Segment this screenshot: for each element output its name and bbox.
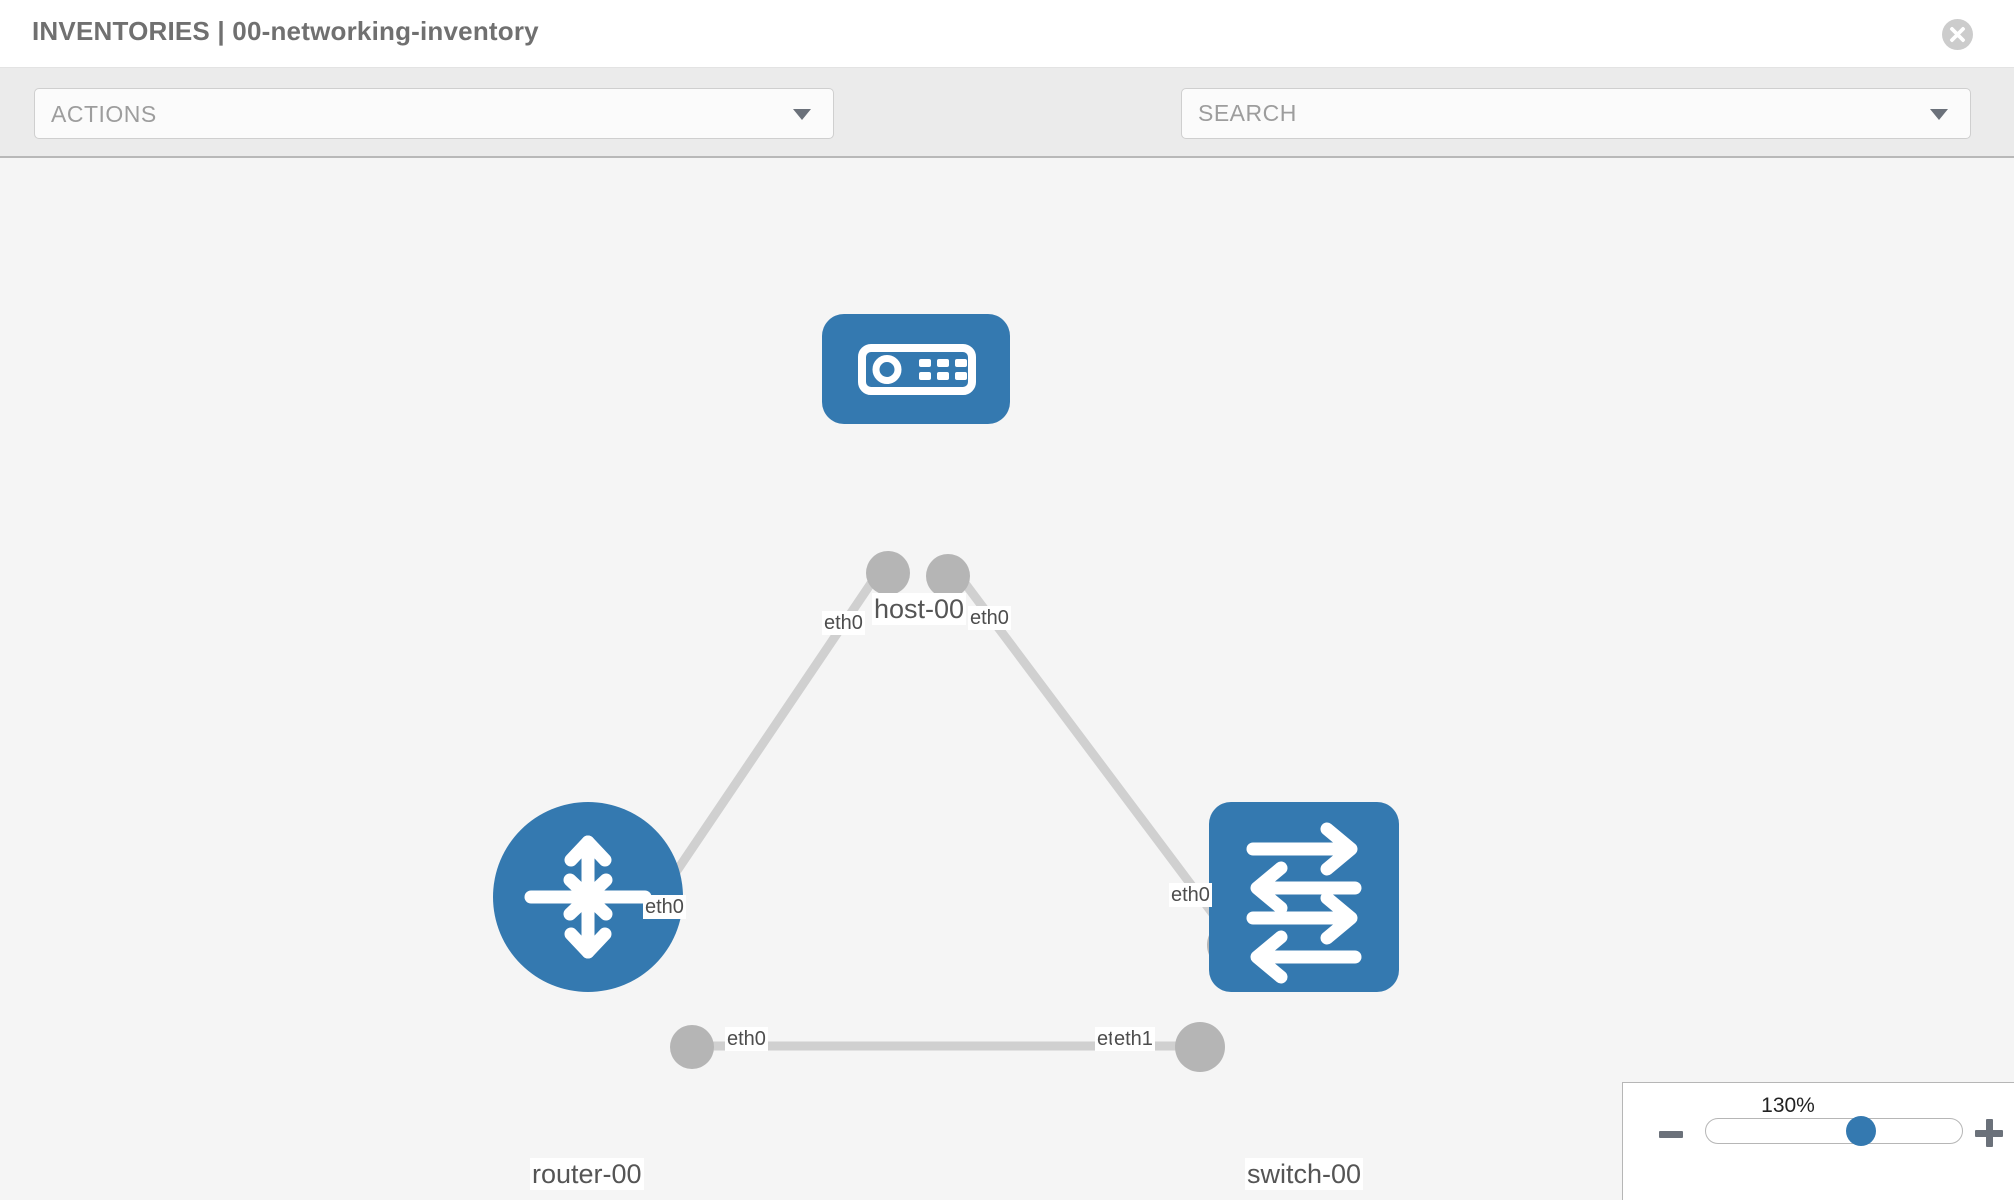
- node-host-00[interactable]: [822, 314, 1010, 424]
- chevron-down-icon[interactable]: [1930, 109, 1948, 120]
- node-label-router-00: router-00: [530, 1158, 644, 1190]
- node-label-host-00: host-00: [872, 593, 967, 625]
- zoom-control-panel: 130%: [1622, 1082, 2014, 1200]
- node-router-00[interactable]: [493, 802, 683, 992]
- page-title: INVENTORIES | 00-networking-inventory: [32, 16, 539, 46]
- search-input[interactable]: [1182, 89, 1922, 138]
- zoom-level-label: 130%: [1761, 1094, 1815, 1117]
- zoom-in-button[interactable]: [1975, 1119, 2003, 1147]
- actions-dropdown-label: ACTIONS: [51, 101, 157, 127]
- zoom-slider-thumb[interactable]: [1846, 1116, 1876, 1146]
- node-label-switch-00: switch-00: [1245, 1158, 1364, 1190]
- node-switch-00[interactable]: [1209, 802, 1399, 992]
- toolbar: ACTIONS: [0, 68, 2014, 197]
- port-label: eth0: [643, 895, 686, 919]
- port-label: eth1: [1112, 1027, 1155, 1051]
- zoom-out-button[interactable]: [1659, 1131, 1683, 1138]
- port-router-eth0: [670, 1025, 714, 1069]
- topology-canvas[interactable]: host-00 router-00: [0, 158, 2014, 1200]
- port-label: eth0: [822, 611, 865, 635]
- page-header: INVENTORIES | 00-networking-inventory: [0, 0, 2014, 68]
- port-label: eth0: [968, 606, 1011, 630]
- port-knobs: [670, 551, 1257, 1072]
- server-icon: [858, 344, 976, 395]
- close-icon[interactable]: [1942, 19, 1973, 50]
- switch-arrows-icon: [1246, 822, 1362, 984]
- port-label: eth0: [725, 1027, 768, 1051]
- port-label: eth0: [1169, 883, 1212, 907]
- search-field[interactable]: [1181, 88, 1971, 139]
- zoom-slider[interactable]: [1705, 1116, 1963, 1146]
- port-host-eth0-right: [926, 554, 970, 598]
- close-x-glyph: [1949, 26, 1966, 43]
- router-arrows-icon: [524, 835, 652, 959]
- chevron-down-icon: [793, 109, 811, 120]
- link-host-switch: [950, 565, 1236, 943]
- port-host-eth0-left: [866, 551, 910, 595]
- port-switch-eth1: [1175, 1022, 1225, 1072]
- actions-dropdown[interactable]: ACTIONS: [34, 88, 834, 139]
